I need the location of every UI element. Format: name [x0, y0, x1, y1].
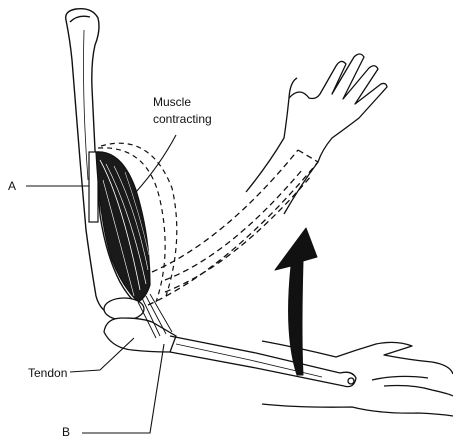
lower-arm-outline	[262, 341, 453, 416]
flexion-arrow	[275, 228, 317, 375]
forearm-bones	[170, 336, 356, 387]
raised-hand	[246, 54, 387, 214]
label-contracting: contracting	[153, 112, 212, 126]
label-tendon: Tendon	[28, 366, 67, 380]
label-b: B	[62, 425, 70, 439]
label-a: A	[8, 179, 16, 193]
label-muscle: Muscle	[153, 95, 191, 109]
leader-line-b	[82, 344, 164, 433]
